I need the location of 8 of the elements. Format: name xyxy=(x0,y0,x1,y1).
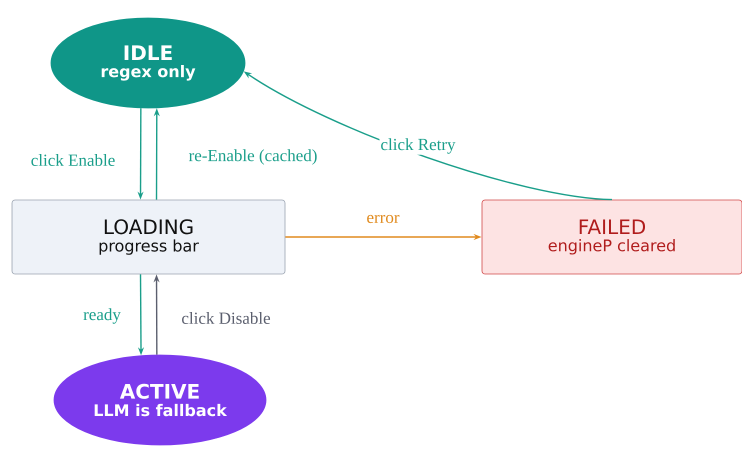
edge-label: click Disable xyxy=(180,311,272,325)
edge-label: re-Enable (cached) xyxy=(188,148,318,166)
edge-label: ready xyxy=(82,307,122,325)
edge-label: error xyxy=(366,214,401,224)
state-box: LOADING progress bar xyxy=(12,200,286,274)
edge-label: click Enable xyxy=(30,153,116,167)
state-box: FAILED engineP cleared xyxy=(482,200,742,274)
edge-label: click Retry xyxy=(379,137,457,155)
